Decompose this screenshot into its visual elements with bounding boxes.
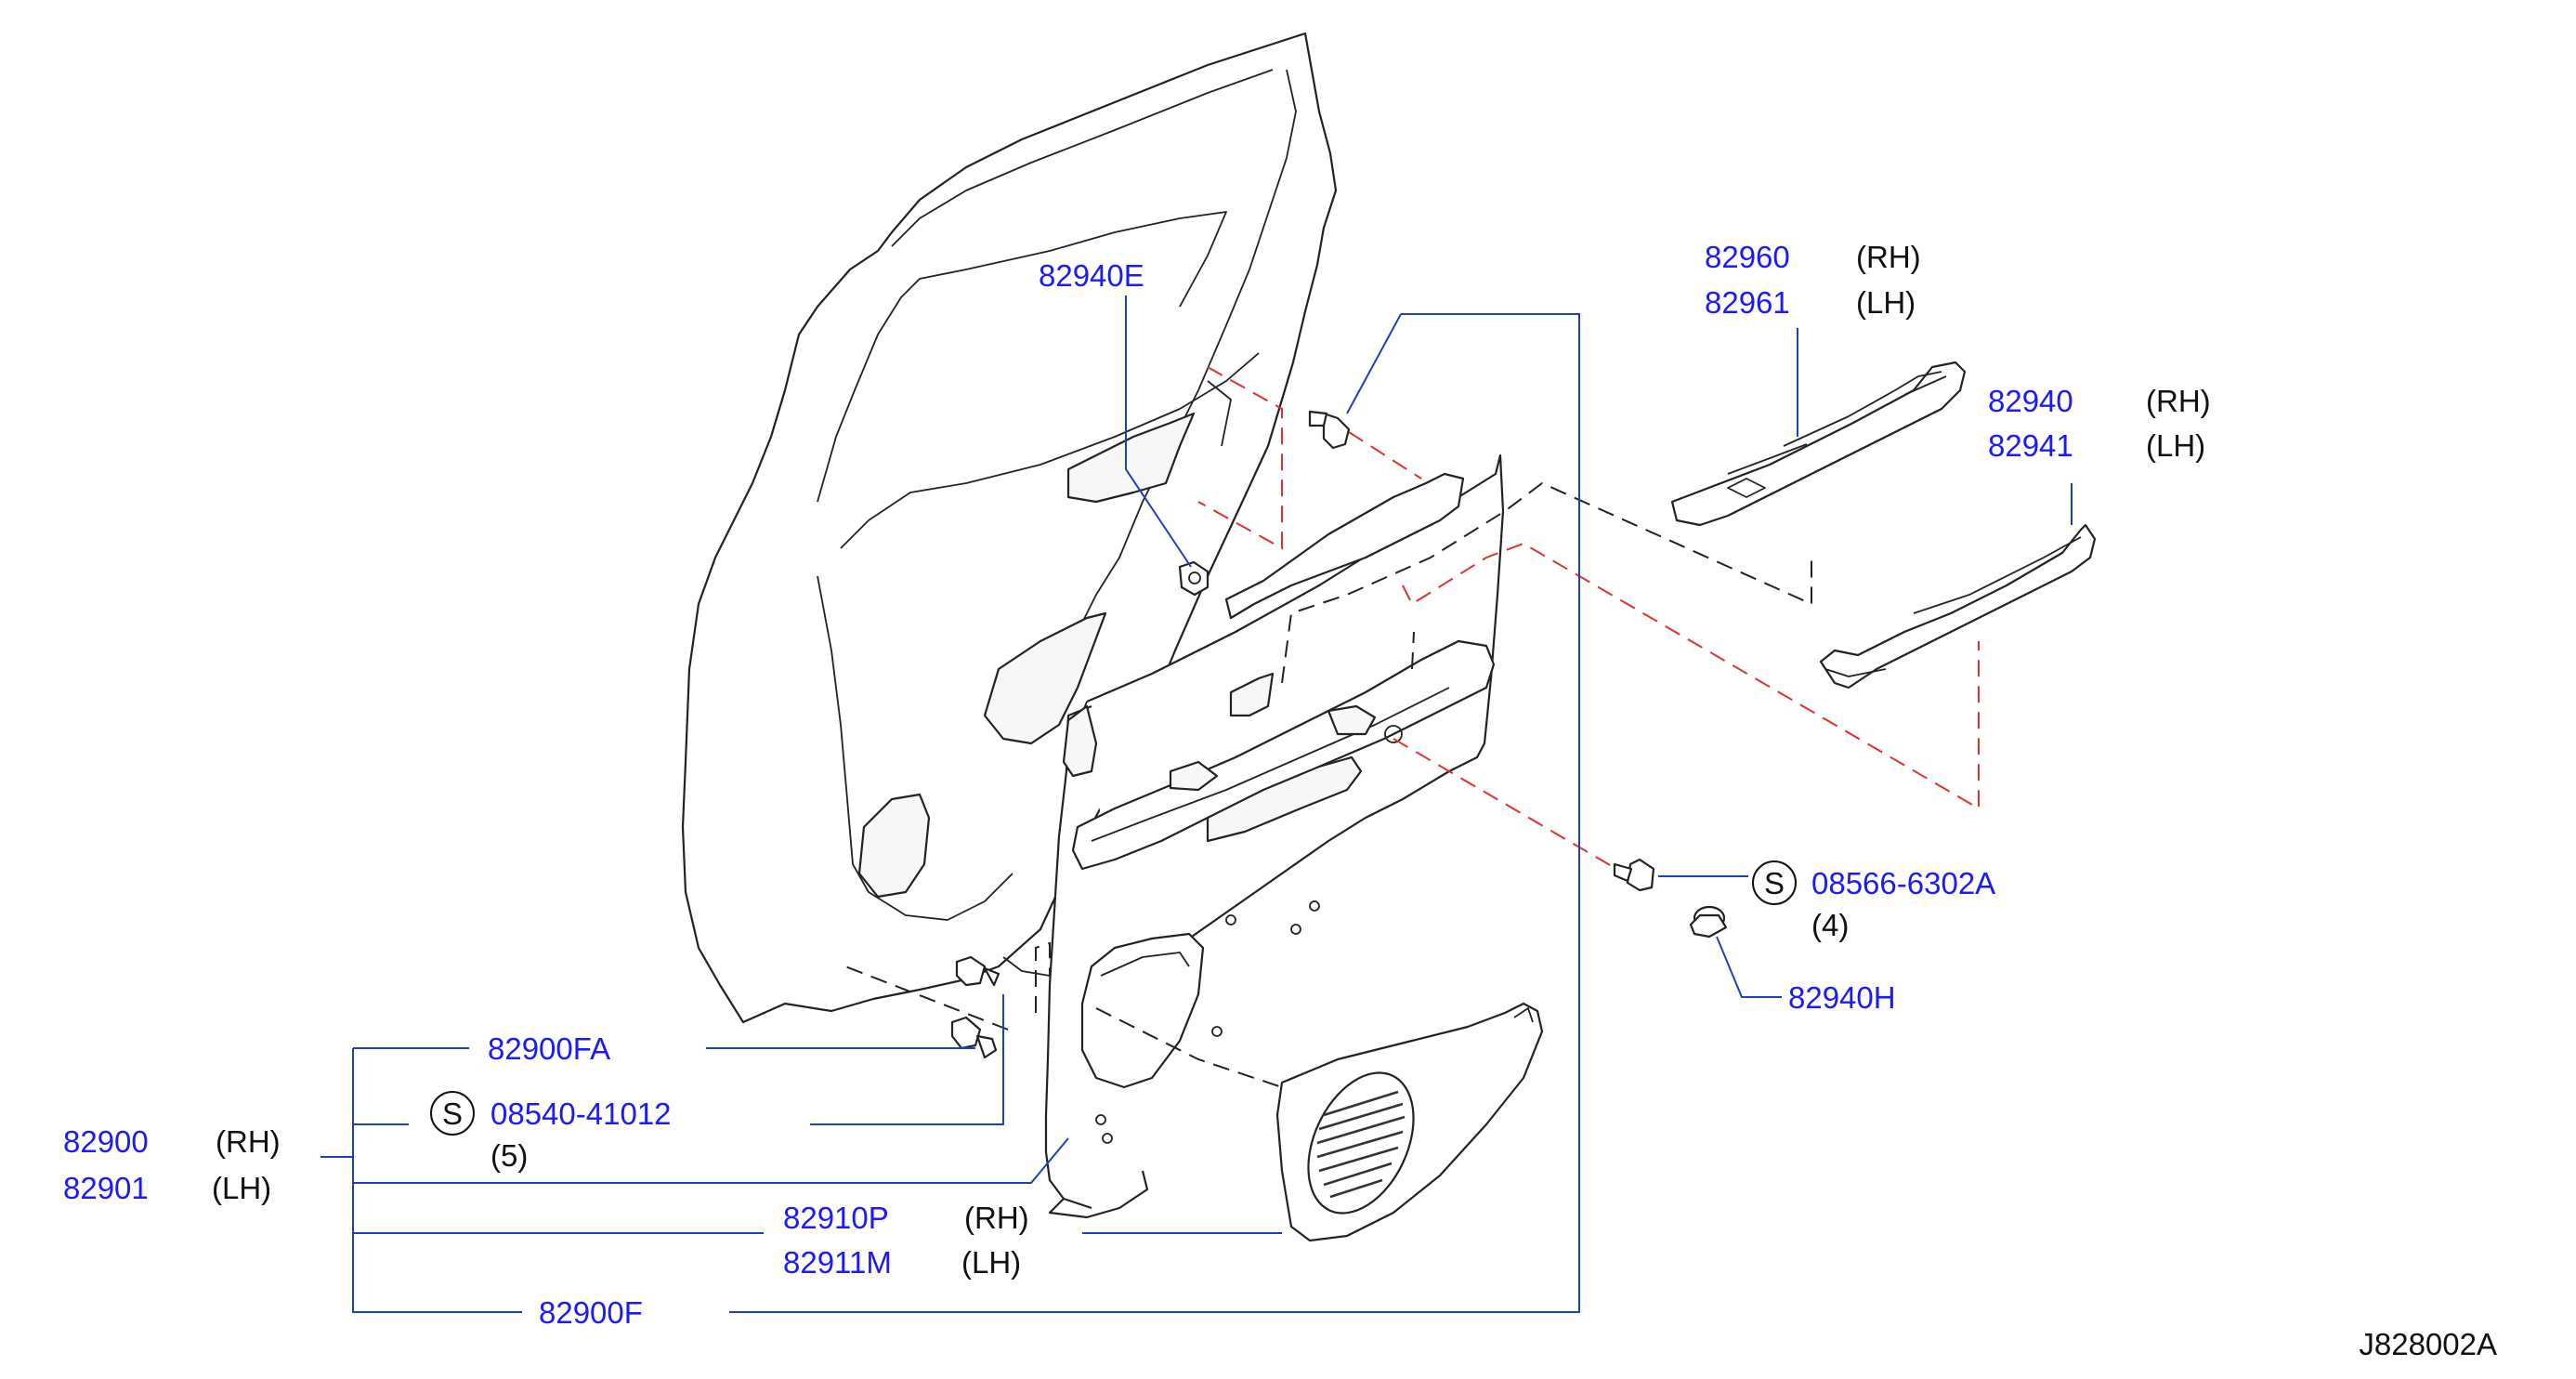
label-82900: 82900 xyxy=(63,1124,149,1159)
label-82910p: 82910P xyxy=(783,1201,889,1235)
label-82911m-side: (LH) xyxy=(961,1245,1021,1280)
label-82960: 82960 xyxy=(1705,240,1790,274)
label-82940h: 82940H xyxy=(1788,980,1896,1015)
label-82940: 82940 xyxy=(1988,384,2073,418)
leader-lines xyxy=(320,296,2073,1313)
screw-symbol-a-label: S xyxy=(1764,866,1785,900)
label-82901: 82901 xyxy=(63,1171,149,1205)
label-08540-41012: 08540-41012 xyxy=(490,1097,672,1131)
label-82940-side: (RH) xyxy=(2146,384,2211,418)
label-08566-6302a: 08566-6302A xyxy=(1811,866,1995,900)
clip-top-part xyxy=(1308,410,1351,450)
diagram-id: J828002A xyxy=(2359,1327,2497,1361)
armrest-part xyxy=(1819,523,2097,690)
clip-82940e-part xyxy=(1178,560,1210,597)
label-82900fa: 82900FA xyxy=(488,1031,610,1066)
door-inner-panel xyxy=(681,32,1338,1024)
label-08566-qty: (4) xyxy=(1811,908,1849,942)
label-82911m: 82911M xyxy=(783,1245,892,1280)
label-82900f: 82900F xyxy=(539,1295,643,1330)
label-82900-side: (RH) xyxy=(216,1124,281,1159)
label-08540-qty: (5) xyxy=(490,1138,528,1173)
label-82941: 82941 xyxy=(1988,428,2073,463)
label-82940e: 82940E xyxy=(1039,258,1144,293)
label-82901-side: (LH) xyxy=(212,1171,271,1205)
screw-symbol-b: S xyxy=(430,1091,475,1136)
label-82910p-side: (RH) xyxy=(964,1201,1029,1235)
screw-symbol-a: S xyxy=(1752,860,1797,905)
label-82960-side: (RH) xyxy=(1856,240,1921,274)
speaker-grille-part xyxy=(1275,1002,1544,1242)
label-82961-side: (LH) xyxy=(1856,285,1916,320)
label-82961: 82961 xyxy=(1705,285,1790,320)
clip-82900fa-part xyxy=(950,1016,998,1059)
cap-82940h-part xyxy=(1689,905,1728,939)
label-82941-side: (LH) xyxy=(2146,428,2205,463)
switch-finisher-part xyxy=(1670,361,1967,527)
screw-symbol-b-label: S xyxy=(442,1097,463,1131)
door-trim-panel xyxy=(1044,453,1505,1219)
screw-08566-part xyxy=(1613,858,1655,892)
screw-08540-part xyxy=(955,955,1000,987)
